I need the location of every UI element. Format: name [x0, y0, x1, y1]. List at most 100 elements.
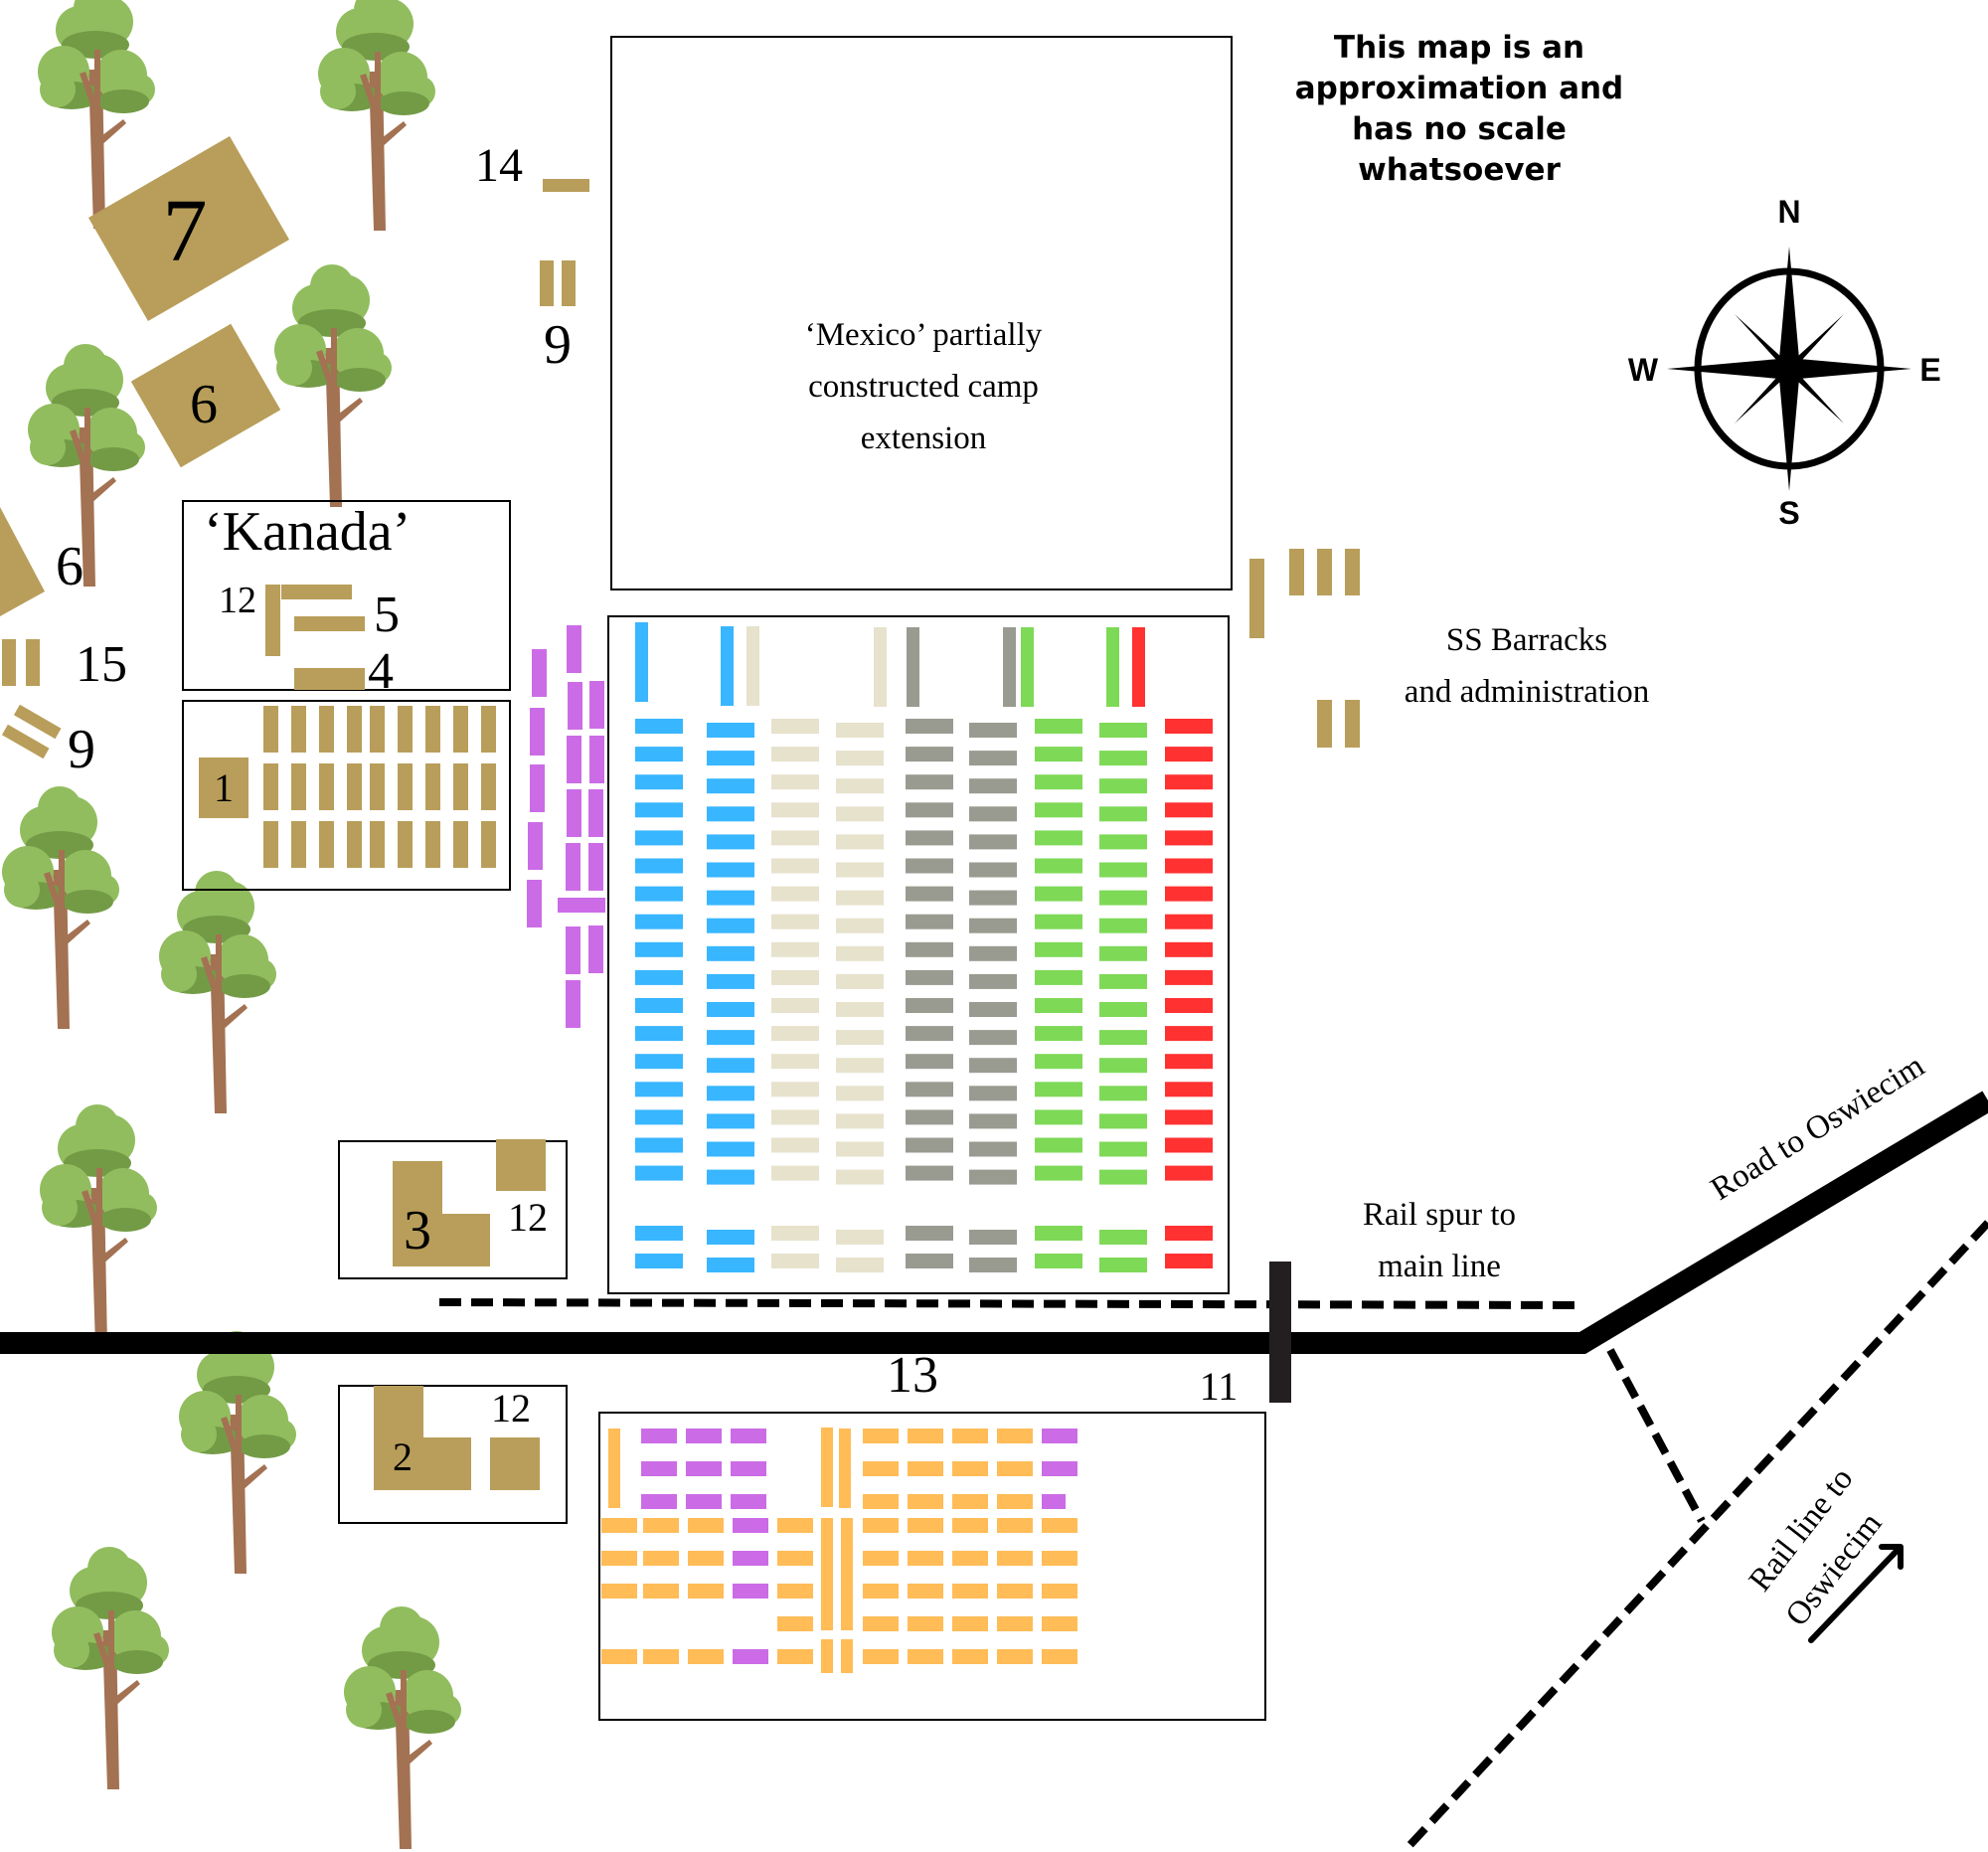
disclaimer-line4: whatsoever [1358, 152, 1561, 188]
lower-camp-barrack-orange [952, 1584, 988, 1599]
main-camp-barrack-gray [906, 1026, 953, 1042]
main-camp-barrack-gray [969, 1113, 1017, 1129]
main-camp-barrack-blue [635, 747, 683, 762]
main-camp-barrack-green [1099, 1169, 1147, 1185]
main-camp-barrack-gray [906, 719, 953, 734]
purple-barrack [530, 708, 545, 756]
lower-camp-barrack-orange [608, 1429, 620, 1508]
main-camp-barrack-blue [707, 1258, 754, 1272]
main-camp-barrack-blue [707, 945, 754, 961]
building-6-top: 6 [130, 323, 281, 468]
main-camp-barrack-green [1035, 998, 1082, 1013]
lower-camp-barrack-orange [688, 1649, 724, 1664]
section-1-barrack [453, 821, 468, 868]
main-camp-barrack-green [1035, 1137, 1082, 1153]
lower-camp-barrack-orange [863, 1518, 899, 1533]
lower-camp-barrack-orange [688, 1551, 724, 1566]
main-camp-barrack-blue [635, 886, 683, 902]
main-camp-barrack-red [1165, 1082, 1213, 1097]
purple-barrack [567, 625, 581, 673]
main-camp-barrack-blue [707, 806, 754, 822]
purple-barracks [527, 625, 605, 1028]
lower-camp-barrack-orange [952, 1494, 988, 1509]
main-camp-barrack-gray [906, 1137, 953, 1153]
label-2: 2 [393, 1434, 413, 1479]
lower-camp-barrack-purple [731, 1429, 766, 1443]
main-camp-barrack-green [1035, 969, 1082, 985]
ss-building [1345, 549, 1360, 595]
lower-camp-barrack-orange [643, 1551, 679, 1566]
main-camp-barrack-gray [969, 751, 1017, 766]
main-camp-barrack-blue [707, 862, 754, 878]
purple-barrack [528, 822, 543, 870]
main-camp-barrack-red [1165, 1026, 1213, 1042]
lower-camp-barrack-orange [841, 1518, 853, 1630]
label-12-box3: 12 [508, 1195, 548, 1240]
main-camp-barracks [635, 622, 1213, 1272]
mexico-label-line2: constructed camp [808, 369, 1039, 405]
section-1-barrack [425, 763, 440, 810]
lower-camp-barrack-orange [863, 1494, 899, 1509]
lower-camp-barrack-orange [1042, 1616, 1077, 1631]
main-camp-barrack-beige [836, 806, 884, 822]
lower-camp-barrack-orange [863, 1616, 899, 1631]
main-camp-barrack-green [1099, 945, 1147, 961]
main-camp-barrack-gray [906, 774, 953, 790]
main-camp-barrack-beige [836, 1141, 884, 1157]
main-camp-barrack-gray [969, 973, 1017, 989]
label-9-top: 9 [544, 314, 572, 376]
lower-camp-barrack-orange [952, 1551, 988, 1566]
main-camp-barrack-beige [771, 719, 819, 734]
main-camp-barrack-beige [771, 886, 819, 902]
main-camp-barrack-gray [969, 1258, 1017, 1272]
purple-barrack [588, 926, 603, 973]
main-camp-barrack-beige [836, 1230, 884, 1245]
main-camp-barrack-gray [906, 1254, 953, 1268]
main-camp-barrack-beige [771, 1054, 819, 1070]
lower-camp-barrack-orange [601, 1518, 637, 1533]
road-to-oswiecim [0, 1091, 1988, 1354]
lower-camp-barrack-orange [997, 1584, 1033, 1599]
main-camp [607, 615, 1230, 1294]
main-camp-barrack-beige [771, 830, 819, 846]
label-3: 3 [404, 1200, 431, 1262]
main-camp-barrack-beige [836, 890, 884, 906]
main-camp-barrack-blue [707, 1141, 754, 1157]
label-9-left: 9 [68, 719, 95, 780]
main-camp-barrack-gray [906, 941, 953, 957]
main-camp-barrack-beige [836, 1030, 884, 1046]
tree-icon [28, 344, 145, 587]
main-camp-barrack-blue [707, 1169, 754, 1185]
main-camp-barrack-green [1035, 802, 1082, 818]
purple-barrack [567, 789, 581, 837]
rail-spur [438, 1298, 1581, 1309]
lower-camp-barrack-orange [839, 1429, 851, 1508]
lower-camp-barrack-purple [733, 1649, 768, 1664]
main-camp-barrack-blue [707, 751, 754, 766]
main-camp-barrack-green [1035, 719, 1082, 734]
main-camp-barrack-green [1099, 890, 1147, 906]
lower-camp-barrack-orange [601, 1649, 637, 1664]
compass-west: W [1628, 352, 1659, 388]
section-1-barrack [291, 763, 306, 810]
lower-camp-barrack-orange [952, 1616, 988, 1631]
lower-camp-barrack-orange [863, 1551, 899, 1566]
main-camp-barrack-beige [836, 945, 884, 961]
main-camp-barrack-green [1035, 1254, 1082, 1268]
purple-barrack [589, 681, 604, 729]
main-camp-barrack-red [1165, 1226, 1213, 1241]
main-camp-marker-beige [746, 626, 759, 706]
main-camp-barrack-red [1165, 747, 1213, 762]
main-camp-barrack-beige [771, 1082, 819, 1097]
main-camp-barrack-blue [707, 918, 754, 933]
section-1-barrack [347, 706, 362, 753]
main-camp-barrack-gray [969, 1058, 1017, 1074]
lower-camp-barrack-orange [908, 1616, 943, 1631]
main-camp-barrack-blue [635, 1054, 683, 1070]
main-camp-barrack-blue [635, 830, 683, 846]
main-camp-barrack-blue [635, 1137, 683, 1153]
section-1-barrack [291, 706, 306, 753]
lower-camp-barrack-orange [908, 1584, 943, 1599]
main-camp-barrack-gray [969, 778, 1017, 794]
main-camp-barrack-red [1165, 858, 1213, 874]
